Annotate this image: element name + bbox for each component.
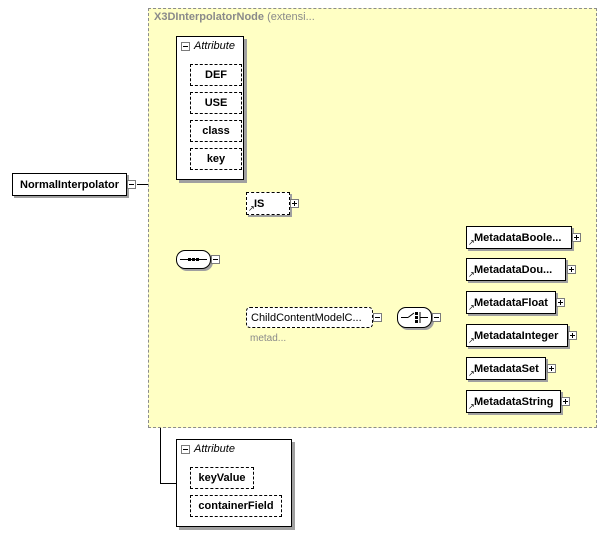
sequence-compositor[interactable] — [176, 250, 211, 269]
sequence-icon — [180, 258, 207, 261]
base-type-name: X3DInterpolatorNode — [154, 11, 265, 23]
attribute-key[interactable]: key — [190, 148, 242, 170]
collapse-icon[interactable] — [211, 255, 220, 264]
choice-compositor[interactable] — [397, 307, 432, 328]
element-label: MetadataFloat — [474, 296, 548, 309]
attribute-use[interactable]: USE — [190, 92, 242, 114]
collapse-icon[interactable] — [181, 444, 190, 454]
reference-arrow-icon: ↗ — [468, 270, 475, 279]
attribute-class[interactable]: class — [190, 120, 242, 142]
element-metadata-double[interactable]: ↗ MetadataDou... — [466, 258, 566, 281]
expand-icon[interactable] — [567, 265, 576, 274]
expand-icon[interactable] — [290, 199, 299, 208]
element-metadata-set[interactable]: ↗ MetadataSet — [466, 357, 546, 380]
element-metadata-string[interactable]: ↗ MetadataString — [466, 390, 561, 413]
group-child-content-model-label: ChildContentModelC... — [251, 311, 362, 324]
element-label: MetadataBoole... — [474, 231, 562, 244]
collapse-icon[interactable] — [127, 180, 136, 189]
attribute-title-label: Attribute — [194, 40, 235, 52]
element-metadata-float[interactable]: ↗ MetadataFloat — [466, 291, 556, 314]
expand-icon[interactable] — [547, 364, 556, 373]
attribute-def[interactable]: DEF — [190, 64, 242, 86]
expand-icon[interactable] — [572, 233, 581, 242]
reference-arrow-icon: ↗ — [468, 336, 475, 345]
reference-arrow-icon: ↗ — [468, 303, 475, 312]
attribute-keyvalue[interactable]: keyValue — [190, 467, 254, 489]
choice-icon — [401, 312, 428, 323]
element-is-label: IS — [254, 197, 265, 210]
group-sublabel: metad... — [250, 333, 287, 344]
element-label: MetadataDou... — [474, 263, 553, 276]
element-is[interactable]: ↗ IS — [246, 192, 290, 215]
reference-arrow-icon: ↗ — [468, 238, 475, 247]
base-type-suffix: (extensi... — [267, 11, 315, 23]
root-element-label: NormalInterpolator — [20, 178, 120, 191]
root-element-normalinterpolator[interactable]: NormalInterpolator — [12, 173, 127, 196]
expand-icon[interactable] — [568, 331, 577, 340]
expand-icon[interactable] — [561, 397, 570, 406]
expand-icon[interactable] — [556, 298, 565, 307]
element-label: MetadataString — [474, 395, 554, 408]
element-label: MetadataInteger — [474, 329, 559, 342]
reference-arrow-icon: ↗ — [248, 204, 255, 213]
reference-arrow-icon: ↗ — [468, 402, 475, 411]
own-attribute-group-title: Attribute — [181, 443, 235, 455]
reference-arrow-icon: ↗ — [468, 369, 475, 378]
inherited-attribute-group-title: Attribute — [181, 40, 235, 52]
element-metadata-integer[interactable]: ↗ MetadataInteger — [466, 324, 568, 347]
attribute-containerfield[interactable]: containerField — [190, 495, 282, 517]
group-child-content-model[interactable]: ChildContentModelC... — [246, 307, 373, 328]
attribute-title-label: Attribute — [194, 443, 235, 455]
collapse-icon[interactable] — [373, 313, 382, 322]
element-label: MetadataSet — [474, 362, 539, 375]
element-metadata-boolean[interactable]: ↗ MetadataBoole... — [466, 226, 572, 249]
collapse-icon[interactable] — [432, 313, 441, 322]
base-type-title: X3DInterpolatorNode (extensi... — [154, 11, 315, 23]
collapse-icon[interactable] — [181, 41, 190, 51]
